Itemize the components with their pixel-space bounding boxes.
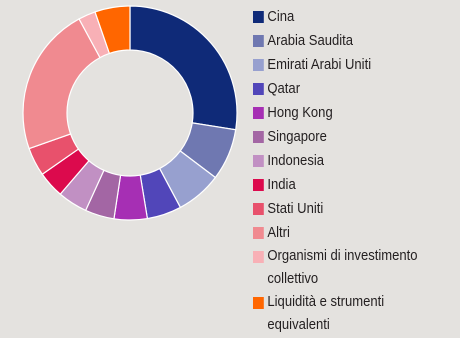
donut-slices	[22, 5, 238, 221]
legend-label: India	[267, 177, 296, 193]
donut-chart	[22, 5, 238, 221]
legend-swatch	[253, 35, 264, 47]
legend-label: Arabia Saudita	[267, 33, 354, 49]
legend-item: Altri	[253, 221, 438, 245]
legend-item: Organismi di investimento collettivo	[253, 245, 438, 291]
legend-item: Cina	[253, 5, 438, 29]
donut-slice-11	[94, 5, 131, 55]
legend-swatch	[253, 59, 264, 71]
legend-swatch	[253, 11, 264, 23]
legend-swatch	[253, 107, 264, 119]
legend-swatch	[253, 83, 264, 95]
legend-label: Singapore	[267, 129, 327, 145]
legend-item: Stati Uniti	[253, 197, 438, 221]
legend-label: Organismi di investimento	[267, 248, 418, 264]
legend-swatch	[253, 227, 264, 239]
legend-item: Qatar	[253, 77, 438, 101]
legend-label: Emirati Arabi Uniti	[267, 57, 372, 73]
legend-swatch	[253, 203, 264, 215]
legend-item: Emirati Arabi Uniti	[253, 53, 438, 77]
legend-label: Cina	[267, 9, 295, 25]
legend-label: Indonesia	[267, 153, 325, 169]
legend-label: Stati Uniti	[267, 201, 324, 217]
legend-item: Arabia Saudita	[253, 29, 438, 53]
legend-item: Singapore	[253, 125, 438, 149]
legend-swatch	[253, 179, 264, 191]
donut-slice-9	[22, 18, 101, 150]
donut-slice-0	[129, 5, 238, 131]
legend-label: Liquidità e strumenti	[267, 294, 385, 310]
legend-item: India	[253, 173, 438, 197]
legend-label: Altri	[267, 225, 290, 241]
legend-swatch	[253, 155, 264, 167]
legend-label: Hong Kong	[267, 105, 333, 121]
legend-label: Qatar	[267, 81, 301, 97]
legend-item: Liquidità e strumenti equivalenti	[253, 291, 438, 337]
legend-swatch	[253, 251, 264, 263]
legend-item: Hong Kong	[253, 101, 438, 125]
legend-item: Indonesia	[253, 149, 438, 173]
legend-label: collettivo	[267, 271, 319, 287]
legend-swatch	[253, 131, 264, 143]
legend-label: equivalenti	[267, 317, 330, 333]
legend-swatch	[253, 297, 264, 309]
